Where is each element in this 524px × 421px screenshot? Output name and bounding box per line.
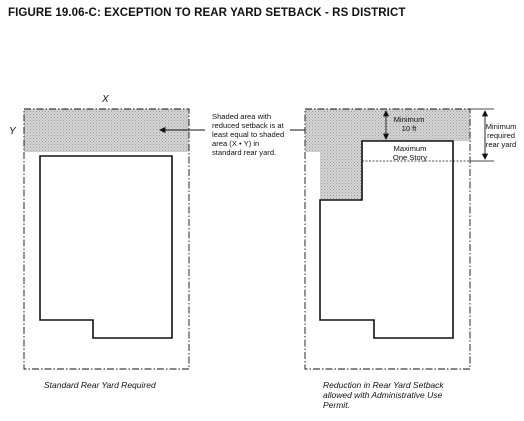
y-label: Y: [9, 126, 16, 137]
maximum-one-story-label: Maximum One Story: [370, 144, 450, 162]
right-caption-line: Permit.: [323, 400, 350, 410]
x-label: X: [102, 94, 109, 105]
right-building-footprint: [319, 140, 454, 339]
figure-title: FIGURE 19.06-C: EXCEPTION TO REAR YARD S…: [8, 7, 406, 19]
callout-line: area (X • Y) in: [212, 139, 260, 148]
right-shaded-reduced-yard: [305, 109, 470, 200]
maximum-line: Maximum: [393, 144, 427, 153]
required-rear-yard-label: Minimum required rear yard: [478, 122, 524, 149]
right-caption-line: allowed with Administrative Use: [323, 390, 443, 400]
required-line: required: [487, 131, 515, 140]
maximum-line: One Story: [392, 153, 428, 162]
left-shaded-rear-yard: [24, 109, 189, 152]
right-caption: Reduction in Rear Yard Setback allowed w…: [323, 380, 483, 410]
callout-line: least equal to shaded: [212, 130, 285, 139]
left-caption: Standard Rear Yard Required: [44, 380, 156, 390]
left-lot: [23, 108, 190, 370]
left-building-footprint: [39, 155, 173, 339]
right-caption-line: Reduction in Rear Yard Setback: [323, 380, 444, 390]
required-line: rear yard: [485, 140, 517, 149]
callout-line: Shaded area with: [212, 112, 272, 121]
callout-line: reduced setback is at: [212, 121, 284, 130]
callout-line: standard rear yard.: [212, 148, 277, 157]
minimum-10ft-label: Minimum 10 ft: [384, 115, 434, 133]
minimum-line: 10 ft: [401, 124, 417, 133]
callout-text: Shaded area with reduced setback is at l…: [212, 112, 302, 157]
required-line: Minimum: [485, 122, 517, 131]
right-lot: [304, 108, 494, 370]
minimum-line: Minimum: [393, 115, 425, 124]
